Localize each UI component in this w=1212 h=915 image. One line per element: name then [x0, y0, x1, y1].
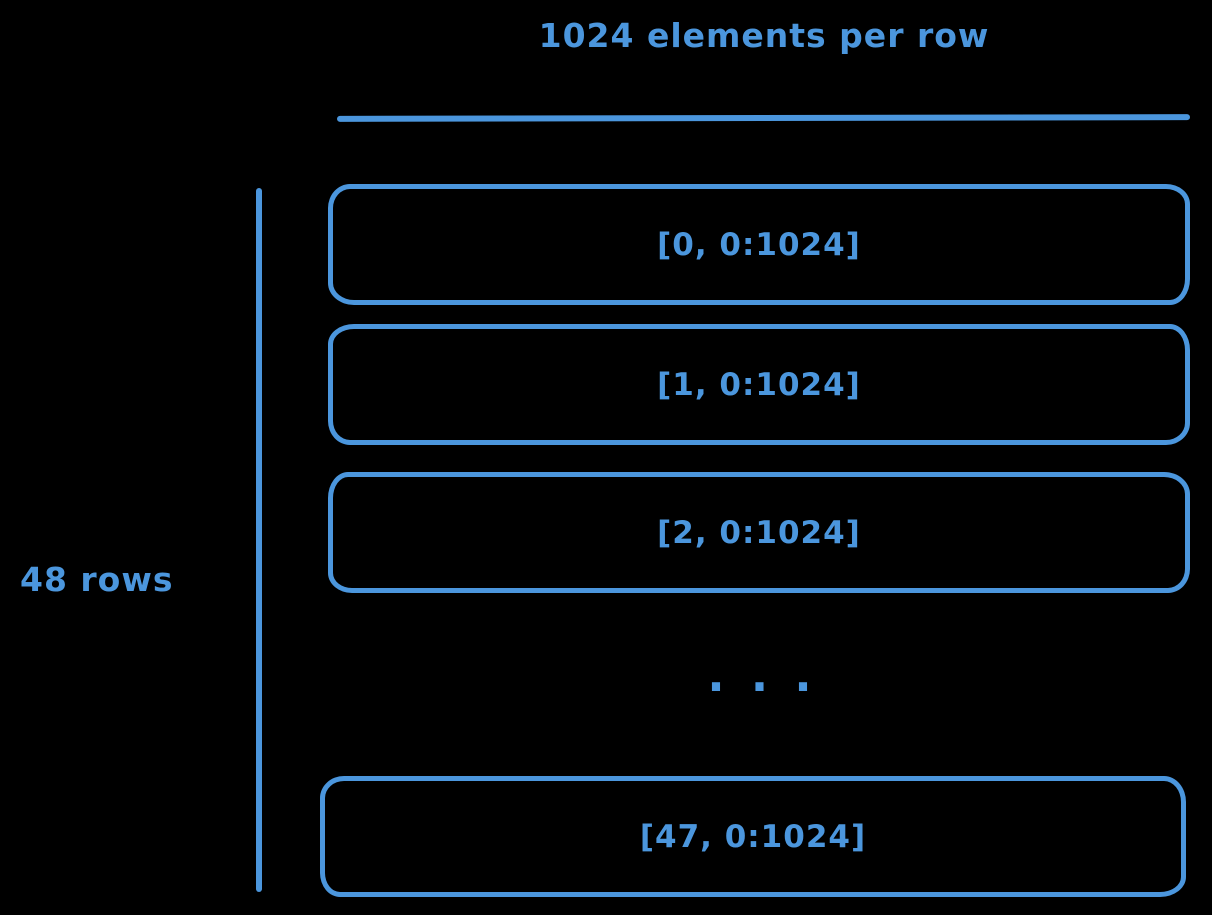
row-box-47-label: [47, 0:1024]	[639, 818, 867, 855]
rows-count-label: 48 rows	[20, 560, 174, 599]
columns-extent-line	[336, 114, 1191, 122]
row-box-0-label: [0, 0:1024]	[657, 226, 861, 263]
row-box-1: [1, 0:1024]	[328, 324, 1190, 445]
rows-extent-line	[256, 188, 262, 892]
ellipsis-dots: . . .	[707, 648, 817, 702]
row-box-2-label: [2, 0:1024]	[657, 514, 861, 551]
row-box-2: [2, 0:1024]	[328, 472, 1190, 593]
columns-count-label: 1024 elements per row	[538, 16, 990, 55]
row-box-1-label: [1, 0:1024]	[657, 366, 861, 403]
row-box-0: [0, 0:1024]	[328, 184, 1190, 305]
row-box-47: [47, 0:1024]	[320, 776, 1186, 897]
